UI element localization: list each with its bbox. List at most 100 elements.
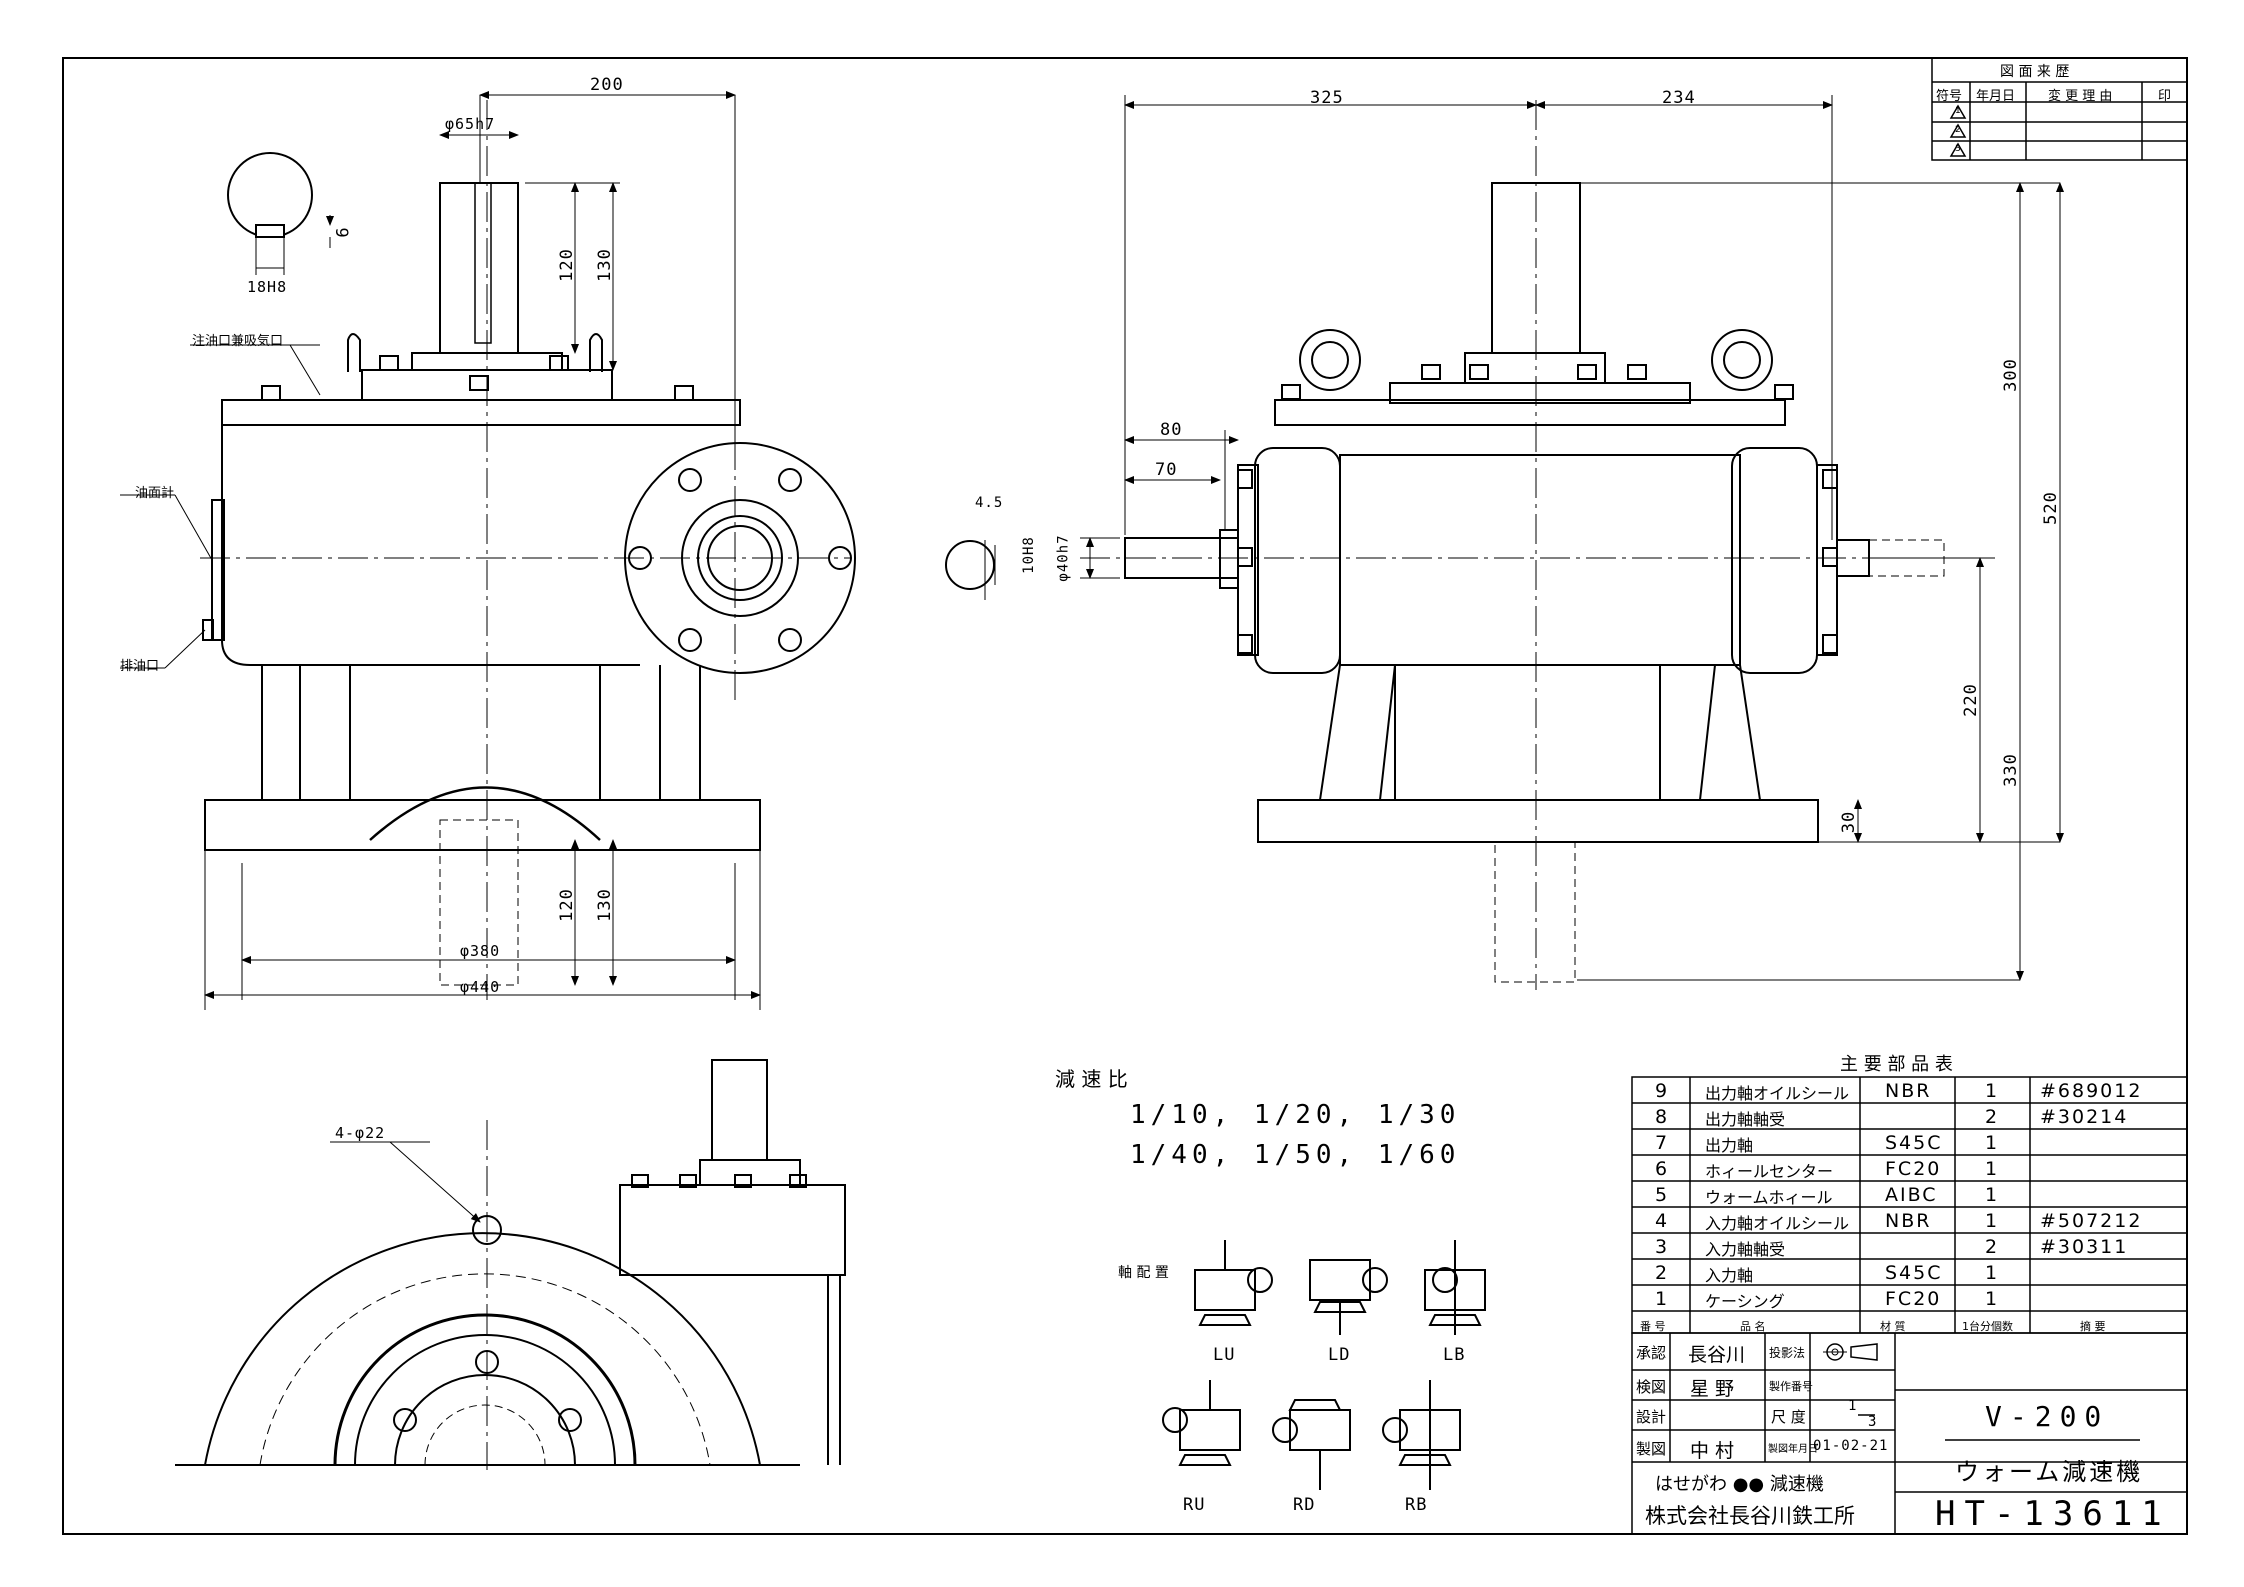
parts-cell-mat: S45C [1885, 1132, 1943, 1154]
parts-cell-mat: NBR [1885, 1080, 1932, 1102]
parts-cell-qty: 1 [1985, 1132, 1998, 1154]
tb-model: V-200 [1985, 1400, 2110, 1433]
dim-base-440: φ440 [460, 978, 501, 996]
plan-view [175, 1059, 846, 1470]
ratio-line2: 1/40, 1/50, 1/60 [1130, 1140, 1461, 1170]
parts-cell-qty: 1 [1985, 1158, 1998, 1180]
parts-cell-note: #30214 [2040, 1106, 2129, 1128]
parts-cell-qty: 2 [1985, 1236, 1998, 1258]
border-frame [62, 57, 2188, 1535]
dim-45: 4.5 [975, 495, 1004, 511]
tb-product: ウォーム減速機 [1955, 1458, 2144, 1486]
tb-prod-label: 製作番号 [1769, 1380, 1813, 1393]
revision-title: 図 面 来 歴 [2000, 64, 2070, 80]
parts-header-qty: 1台分個数 [1962, 1320, 2013, 1333]
parts-cell-qty: 2 [1985, 1106, 1998, 1128]
arrangement-rd: RD [1293, 1495, 1316, 1515]
dim-330: 330 [2000, 753, 2021, 787]
dim-base-130: 130 [594, 888, 615, 922]
dim-base-380: φ380 [460, 942, 501, 960]
dim-220: 220 [1960, 683, 1981, 717]
parts-cell-no: 5 [1655, 1184, 1668, 1206]
revision-mark-2: 2 [1955, 125, 1961, 135]
parts-cell-no: 9 [1655, 1080, 1668, 1102]
label-oil-drain: 排油口 [120, 659, 160, 674]
front-dims [120, 91, 761, 1010]
tb-scale-num: 1 [1848, 1398, 1858, 1414]
tb-draw-name: 中 村 [1690, 1440, 1735, 1462]
dim-200: 200 [590, 75, 624, 95]
parts-cell-no: 4 [1655, 1210, 1668, 1232]
tb-check-label: 検図 [1636, 1378, 1667, 1396]
parts-cell-note: #30311 [2040, 1236, 2129, 1258]
parts-cell-name: 出力軸オイルシール [1705, 1084, 1850, 1103]
parts-header-mat: 材 質 [1880, 1320, 1906, 1333]
parts-cell-mat: S45C [1885, 1262, 1943, 1284]
ratio-line1: 1/10, 1/20, 1/30 [1130, 1100, 1461, 1130]
front-view [200, 100, 856, 1000]
arrangement-title: 軸 配 置 [1118, 1265, 1169, 1281]
dim-520: 520 [2040, 491, 2061, 525]
side-dims [1080, 95, 2064, 981]
dim-front-120: 120 [556, 248, 577, 282]
tb-check-name: 星 野 [1690, 1378, 1735, 1400]
parts-cell-name: 入力軸オイルシール [1705, 1214, 1850, 1233]
arrangement-lb: LB [1443, 1345, 1466, 1365]
parts-cell-mat: FC20 [1885, 1288, 1942, 1310]
dim-325: 325 [1310, 88, 1344, 108]
dim-shaft-dia: φ65h7 [445, 115, 496, 133]
tb-proj-label: 投影法 [1769, 1346, 1806, 1360]
parts-header-name: 品 名 [1740, 1320, 1766, 1333]
tb-scale-den: 3 [1868, 1414, 1878, 1430]
parts-cell-qty: 1 [1985, 1184, 1998, 1206]
dim-300: 300 [2000, 358, 2021, 392]
projection-symbol-icon [1815, 1341, 1890, 1363]
revision-header-mark: 符号 [1936, 89, 1963, 104]
label-oil-fill: 注油口兼吸気口 [192, 334, 284, 349]
arrangement-ru: RU [1183, 1495, 1206, 1515]
tb-company1: はせがわ ●● 減速機 [1655, 1474, 1824, 1495]
tb-draw-label: 製図 [1636, 1440, 1667, 1458]
key-section [227, 152, 313, 275]
revision-table-grid [1931, 57, 2188, 161]
parts-cell-name: 入力軸軸受 [1705, 1240, 1786, 1259]
dim-10h8: 10H8 [1020, 536, 1037, 574]
tb-design-label: 設計 [1636, 1408, 1667, 1426]
ratio-title: 減 速 比 [1055, 1067, 1128, 1091]
parts-cell-no: 8 [1655, 1106, 1668, 1128]
parts-header-no: 番 号 [1640, 1320, 1666, 1333]
tb-company2: 株式会社長谷川鉄工所 [1645, 1504, 1855, 1528]
parts-title: 主 要 部 品 表 [1840, 1054, 1953, 1075]
parts-cell-name: 出力軸軸受 [1705, 1110, 1786, 1129]
parts-cell-no: 6 [1655, 1158, 1668, 1180]
parts-table-grid [1631, 1076, 2188, 1535]
dim-base-120: 120 [556, 888, 577, 922]
dim-40h7: φ40h7 [1055, 534, 1072, 582]
revision-mark-1: 1 [1955, 106, 1961, 116]
parts-cell-mat: FC20 [1885, 1158, 1942, 1180]
parts-cell-name: 出力軸 [1705, 1136, 1754, 1155]
tb-approve-name: 長谷川 [1688, 1344, 1746, 1366]
tb-date: 01-02-21 [1813, 1438, 1889, 1454]
input-key-section [945, 540, 996, 600]
arrangement-icons [1162, 1240, 1486, 1490]
revision-header-reason: 変 更 理 由 [2048, 89, 2113, 104]
parts-cell-qty: 1 [1985, 1210, 1998, 1232]
parts-cell-mat: AIBC [1885, 1184, 1938, 1206]
parts-cell-no: 7 [1655, 1132, 1668, 1154]
arrangement-rb: RB [1405, 1495, 1428, 1515]
side-view [1080, 100, 1960, 990]
tb-date-label: 製図年月日 [1768, 1444, 1818, 1455]
parts-cell-name: ウォームホィール [1705, 1188, 1833, 1207]
parts-cell-name: ホィールセンター [1705, 1162, 1834, 1181]
tb-drawing-no: HT-13611 [1935, 1494, 2171, 1534]
parts-cell-qty: 1 [1985, 1080, 1998, 1102]
parts-header-note: 摘 要 [2080, 1320, 2106, 1333]
parts-cell-no: 3 [1655, 1236, 1668, 1258]
tb-approve-label: 承認 [1636, 1344, 1667, 1362]
revision-header-date: 年月日 [1976, 89, 2016, 104]
dim-234: 234 [1662, 88, 1696, 108]
dim-holes: 4-φ22 [335, 1124, 386, 1142]
revision-mark-3: 3 [1955, 144, 1961, 154]
